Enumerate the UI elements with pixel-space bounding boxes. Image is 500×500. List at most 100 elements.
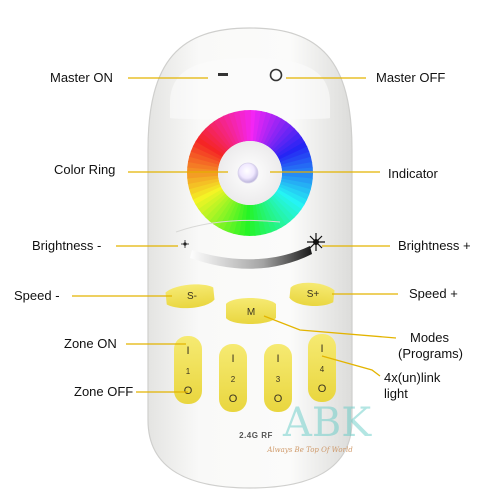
label-zone-off: Zone OFF — [74, 384, 134, 399]
color-ring-segment — [266, 118, 287, 148]
color-ring-segment — [213, 118, 235, 147]
color-ring-segment — [201, 127, 228, 153]
color-ring-segment — [258, 112, 273, 144]
label-master-off: Master OFF — [376, 70, 446, 85]
rf-label: 2.4G RF — [239, 431, 273, 440]
mode-button[interactable]: M — [226, 298, 276, 324]
zone-2-button[interactable]: I 2O — [219, 344, 247, 412]
color-ring-segment — [277, 186, 308, 206]
color-ring-segment — [205, 124, 230, 151]
color-ring[interactable] — [187, 110, 313, 236]
brightness-low-icon — [181, 240, 189, 248]
label-programs: (Programs) — [398, 346, 464, 361]
zone-on-mark: I — [231, 353, 234, 365]
label-brightness-plus: Brightness + — [398, 238, 471, 253]
color-ring-segment — [250, 110, 257, 142]
color-ring-segment — [190, 145, 222, 163]
label-link-line1: 4x(un)link — [384, 370, 441, 385]
color-ring-segment — [213, 198, 234, 228]
color-ring-segment — [274, 132, 303, 155]
label-modes: Modes — [410, 330, 450, 345]
color-ring-segment — [255, 110, 268, 143]
label-speed-plus: Speed + — [409, 286, 458, 301]
color-ring-segment — [270, 195, 295, 222]
zone-number: 2 — [231, 375, 236, 384]
color-ring-segment — [188, 180, 220, 195]
color-ring-segment — [209, 120, 232, 149]
color-ring-segment — [277, 141, 308, 160]
speed-plus-text: S+ — [307, 289, 320, 300]
master-off-button[interactable] — [269, 68, 283, 82]
color-ring-segment — [192, 140, 223, 160]
color-ring-segment — [195, 188, 224, 210]
watermark-tagline: Always Be Top Of World — [266, 446, 353, 454]
color-ring-segment — [197, 191, 226, 214]
brightness-high-icon — [307, 233, 325, 251]
color-ring-segment — [233, 110, 245, 143]
indicator-light — [237, 162, 259, 184]
color-ring-segment — [260, 113, 278, 145]
leader-lines — [72, 77, 398, 393]
master-on-button[interactable] — [218, 73, 228, 76]
brightness-slider[interactable] — [175, 219, 312, 269]
zone-off-mark: O — [274, 393, 283, 405]
color-ring-segment — [276, 136, 305, 158]
label-link-line2: light — [384, 386, 408, 401]
color-ring-segment — [201, 193, 228, 218]
color-ring-segment — [279, 181, 311, 196]
color-ring-segment — [227, 202, 242, 234]
color-ring-segment — [192, 186, 223, 205]
color-ring-segment — [195, 136, 225, 157]
color-ring-segment — [265, 199, 287, 228]
zone-on-mark: I — [186, 345, 189, 357]
zone-4-button[interactable]: I 4O — [308, 334, 336, 402]
color-ring-segment — [189, 150, 221, 165]
color-ring-segment — [218, 115, 237, 146]
color-ring-segment — [190, 183, 221, 200]
color-ring-segment — [198, 131, 226, 155]
color-ring-segment — [208, 197, 232, 225]
color-ring-segment — [257, 203, 272, 235]
color-ring-segment — [228, 111, 243, 143]
label-color-ring: Color Ring — [54, 162, 116, 177]
zone-on-mark: I — [276, 353, 279, 365]
color-ring-segment — [279, 146, 310, 163]
color-ring-segment — [275, 189, 305, 210]
color-ring-segment — [270, 124, 296, 151]
zone-number: 1 — [186, 367, 191, 376]
zone-on-mark: I — [320, 343, 323, 355]
color-ring-segment — [187, 161, 219, 171]
color-ring-segment — [281, 173, 313, 180]
color-ring-segment — [268, 121, 292, 149]
color-ring-segment — [272, 128, 299, 153]
label-speed-minus: Speed - — [14, 288, 60, 303]
zone-1-button[interactable]: I 1O — [174, 336, 202, 404]
color-ring-segment — [187, 172, 219, 179]
color-ring-segment — [268, 197, 291, 226]
zone-3-button[interactable]: I3O — [264, 344, 292, 412]
zone-off-mark: O — [318, 383, 327, 395]
speed-minus-button[interactable]: S- — [165, 282, 215, 310]
label-zone-on: Zone ON — [64, 336, 117, 351]
label-indicator: Indicator — [388, 166, 438, 181]
zone-number: 4 — [320, 365, 325, 374]
color-ring-segment — [278, 183, 310, 201]
color-ring-segment — [244, 110, 251, 142]
zone-off-mark: O — [184, 385, 193, 397]
color-ring-segment — [223, 113, 240, 144]
color-ring-segment — [252, 110, 262, 142]
watermark-logo-text: ABK — [282, 400, 372, 446]
color-ring-segment — [280, 156, 313, 168]
color-ring-segment — [263, 200, 282, 231]
label-master-on: Master ON — [50, 70, 113, 85]
zone-off-mark: O — [229, 393, 238, 405]
speed-minus-text: S- — [187, 291, 197, 302]
color-ring-segment — [222, 201, 240, 233]
color-ring-segment — [187, 178, 220, 190]
color-ring-segment — [280, 178, 313, 191]
watermark-logo: ABK Always Be Top Of World — [266, 400, 372, 454]
color-ring-segment — [272, 193, 299, 219]
speed-plus-button[interactable]: S+ — [289, 281, 335, 309]
color-ring-segment — [281, 175, 313, 185]
